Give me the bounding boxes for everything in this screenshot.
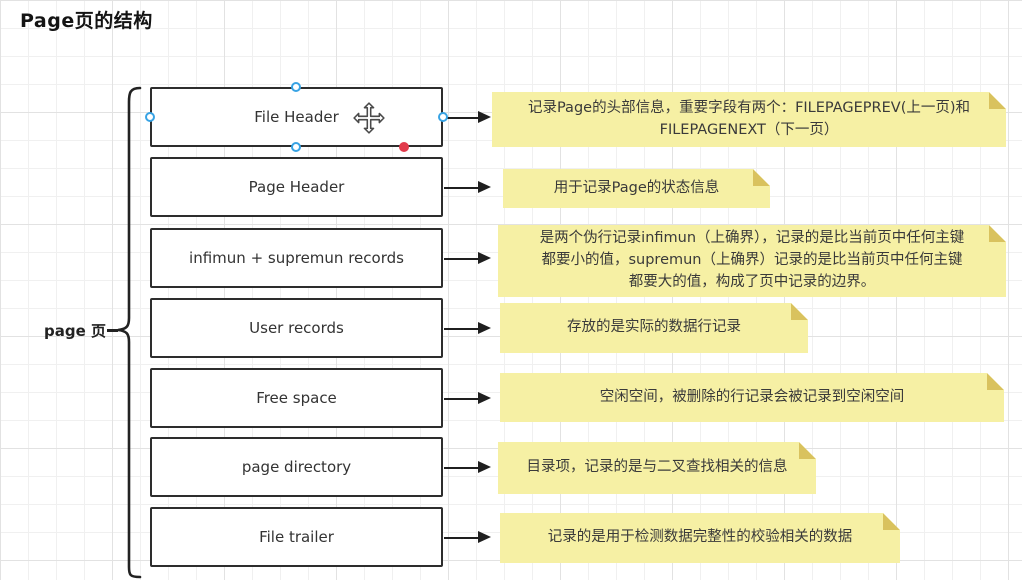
note-text: 存放的是实际的数据行记录 [567, 319, 741, 336]
box-label: User records [249, 319, 344, 337]
arrow-infimum-supremum-to-note[interactable] [444, 252, 491, 265]
resize-handle-right[interactable] [438, 112, 448, 122]
note-fold-corner-icon [791, 303, 808, 320]
box-user-records[interactable]: User records [150, 298, 443, 358]
arrow-file-header-to-note[interactable] [444, 111, 491, 124]
arrow-page-header-to-note[interactable] [444, 181, 491, 194]
arrow-file-trailer-to-note[interactable] [444, 531, 491, 544]
note-fold-corner-icon [799, 442, 816, 459]
box-label: infimun + supremun records [189, 249, 404, 267]
arrow-page-directory-to-note[interactable] [444, 461, 491, 474]
connector-endpoint-dot[interactable] [399, 142, 409, 152]
note-text: 记录Page的头部信息，重要字段有两个：FILEPAGEPREV(上一页)和 F… [527, 99, 971, 138]
note-infimum-supremum[interactable]: 是两个伪行记录infimun（上确界），记录的是比当前页中任何主键 都要小的值，… [498, 225, 1006, 297]
note-fold-corner-icon [989, 225, 1006, 242]
brace-shape[interactable] [100, 80, 150, 580]
note-text: 用于记录Page的状态信息 [553, 179, 720, 196]
brace-label: page 页 [44, 322, 106, 340]
box-file-trailer[interactable]: File trailer [150, 507, 443, 567]
resize-handle-top[interactable] [291, 82, 301, 92]
brace-connector-line [107, 329, 118, 332]
note-fold-corner-icon [987, 373, 1004, 390]
note-file-trailer[interactable]: 记录的是用于检测数据完整性的校验相关的数据 [500, 513, 900, 563]
arrow-free-space-to-note[interactable] [444, 392, 491, 405]
box-page-header[interactable]: Page Header [150, 157, 443, 217]
page-title: Page页的结构 [20, 10, 153, 32]
note-text: 空闲空间，被删除的行记录会被记录到空闲空间 [599, 388, 905, 405]
note-page-directory[interactable]: 目录项，记录的是与二叉查找相关的信息 [498, 442, 816, 494]
move-cursor-icon [353, 102, 385, 134]
box-label: Free space [256, 389, 337, 407]
note-fold-corner-icon [989, 92, 1006, 109]
note-page-header[interactable]: 用于记录Page的状态信息 [503, 169, 770, 208]
arrow-user-records-to-note[interactable] [444, 322, 491, 335]
resize-handle-bottom[interactable] [291, 142, 301, 152]
box-free-space[interactable]: Free space [150, 368, 443, 428]
note-file-header[interactable]: 记录Page的头部信息，重要字段有两个：FILEPAGEPREV(上一页)和 F… [492, 92, 1006, 147]
note-text: 是两个伪行记录infimun（上确界），记录的是比当前页中任何主键 都要小的值，… [539, 230, 965, 290]
resize-handle-left[interactable] [145, 112, 155, 122]
box-file-header[interactable]: File Header [150, 87, 443, 147]
box-label: page directory [241, 458, 352, 476]
box-label: File Header [254, 108, 339, 126]
box-infimum-supremum-records[interactable]: infimun + supremun records [150, 228, 443, 288]
box-page-directory[interactable]: page directory [150, 437, 443, 497]
box-label: File trailer [259, 528, 334, 546]
note-text: 记录的是用于检测数据完整性的校验相关的数据 [547, 529, 853, 546]
note-user-records[interactable]: 存放的是实际的数据行记录 [500, 303, 808, 353]
note-text: 目录项，记录的是与二叉查找相关的信息 [526, 459, 788, 476]
note-free-space[interactable]: 空闲空间，被删除的行记录会被记录到空闲空间 [500, 373, 1004, 422]
note-fold-corner-icon [753, 169, 770, 186]
box-label: Page Header [248, 178, 345, 196]
note-fold-corner-icon [883, 513, 900, 530]
